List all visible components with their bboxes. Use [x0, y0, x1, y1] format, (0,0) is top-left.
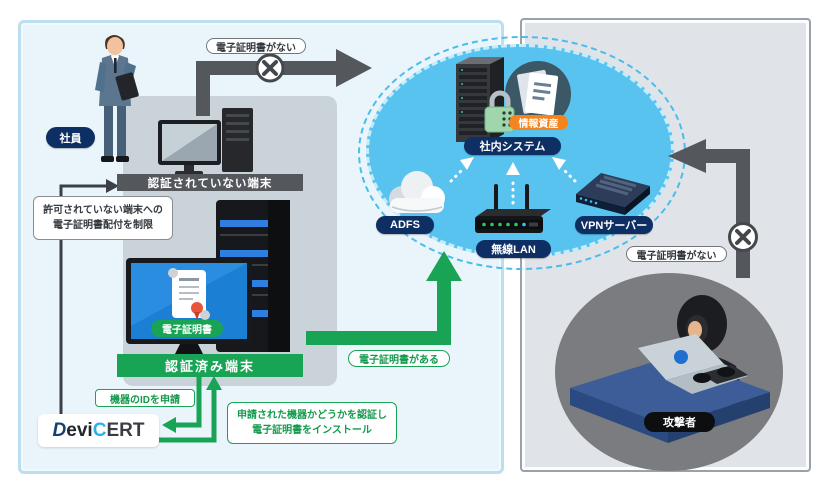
certificate-label-text: 電子証明書 — [162, 325, 212, 336]
no-cert-bubble-right: 電子証明書がない — [626, 246, 727, 262]
certificate-label: 電子証明書 — [151, 320, 223, 337]
vpn-server-label: VPNサーバー — [575, 216, 653, 234]
authenticated-device-bar: 認証済み端末 — [117, 354, 303, 377]
information-asset-label: 情報資産 — [509, 115, 568, 130]
authenticated-device-text: 認証済み端末 — [164, 359, 255, 374]
wireless-router-icon — [475, 184, 551, 233]
unauthenticated-device-bar: 認証されていない端末 — [117, 174, 303, 191]
install-cert-note: 申請された機器かどうかを認証し 電子証明書をインストール — [227, 402, 397, 444]
internal-system-label: 社内システム — [464, 137, 561, 155]
information-asset-icon — [505, 61, 571, 127]
restriction-note-line2: 電子証明書配付を制限 — [53, 220, 153, 231]
devicert-logo-text: DeviCERT — [53, 420, 145, 442]
certificate-icon — [168, 268, 210, 320]
attacker-label-text: 攻撃者 — [663, 417, 696, 429]
has-cert-bubble: 電子証明書がある — [348, 350, 450, 367]
devicert-logo: DeviCERT — [38, 414, 159, 447]
devicert-logo-c: C — [92, 419, 107, 441]
request-device-id-note: 機器のIDを申請 — [95, 389, 195, 407]
restriction-note: 許可されていない端末への 電子証明書配付を制限 — [33, 196, 173, 240]
vpn-server-text: VPNサーバー — [580, 220, 648, 232]
wireless-lan-text: 無線LAN — [491, 244, 536, 256]
adfs-cloud-icon — [389, 171, 445, 213]
employee-label-text: 社員 — [59, 132, 82, 145]
employee-label: 社員 — [46, 127, 95, 148]
install-cert-line1: 申請された機器かどうかを認証し — [237, 409, 387, 421]
information-asset-text: 情報資産 — [518, 119, 559, 130]
attacker-illustration — [555, 273, 783, 471]
no-cert-bubble-left: 電子証明書がない — [206, 38, 306, 54]
devicert-logo-evi: evi — [66, 419, 93, 441]
internal-system-text: 社内システム — [479, 141, 546, 153]
laptop-icon — [638, 334, 748, 394]
adfs-label: ADFS — [376, 216, 434, 234]
install-cert-line2: 電子証明書をインストール — [252, 425, 372, 436]
request-device-id-text: 機器のIDを申請 — [110, 394, 180, 406]
authenticated-pc-icon — [126, 258, 252, 359]
lock-icon — [484, 90, 515, 133]
wireless-lan-label: 無線LAN — [476, 240, 551, 258]
attacker-label: 攻撃者 — [644, 412, 715, 432]
unauthenticated-device-text: 認証されていない端末 — [147, 177, 273, 190]
no-cert-bubble-left-text: 電子証明書がない — [216, 42, 296, 54]
vpn-server-icon — [576, 173, 650, 215]
devicert-logo-d: D — [52, 419, 67, 441]
restriction-note-line1: 許可されていない端末への — [43, 205, 163, 216]
adfs-text: ADFS — [390, 219, 420, 231]
devicert-logo-ert: ERT — [106, 419, 145, 441]
no-cert-bubble-right-text: 電子証明書がない — [636, 250, 717, 262]
has-cert-bubble-text: 電子証明書がある — [359, 355, 439, 366]
unauthenticated-pc-icon — [158, 108, 253, 176]
employee-figure — [95, 35, 139, 162]
